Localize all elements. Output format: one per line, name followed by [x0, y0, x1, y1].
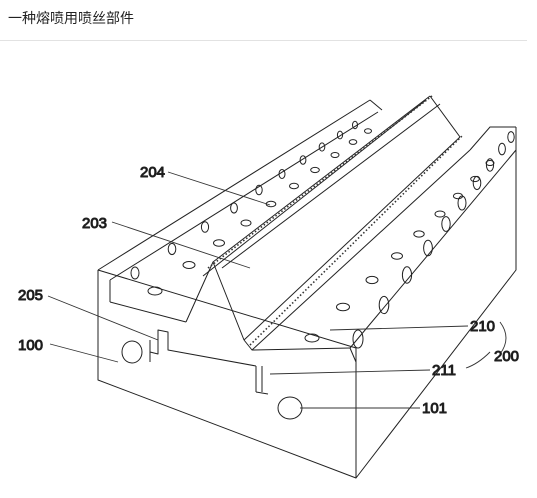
- label-101: 101: [422, 400, 447, 417]
- label-211: 211: [432, 362, 456, 379]
- right-face-holes: [352, 131, 515, 349]
- label-205: 205: [18, 287, 43, 304]
- label-204: 204: [140, 164, 165, 181]
- label-210: 210: [470, 318, 495, 335]
- label-100: 100: [18, 337, 43, 354]
- front-face-holes: [121, 340, 303, 420]
- orifice-strip-204: [207, 95, 433, 269]
- orifice-strip-210: [249, 135, 463, 346]
- right-top-holes: [304, 160, 495, 343]
- label-203: 203: [82, 215, 107, 232]
- header-divider: [0, 40, 527, 41]
- block-outline: [97, 99, 517, 479]
- ridge: [185, 95, 461, 341]
- label-200: 200: [494, 348, 519, 365]
- page-title: 一种熔喷用喷丝部件: [8, 11, 134, 27]
- left-top-holes: [147, 128, 372, 296]
- front-notch: [149, 329, 269, 395]
- left-side-holes: [130, 120, 358, 280]
- left-rail: [109, 111, 379, 323]
- right-rail: [243, 126, 517, 363]
- leader-lines: [47, 171, 507, 409]
